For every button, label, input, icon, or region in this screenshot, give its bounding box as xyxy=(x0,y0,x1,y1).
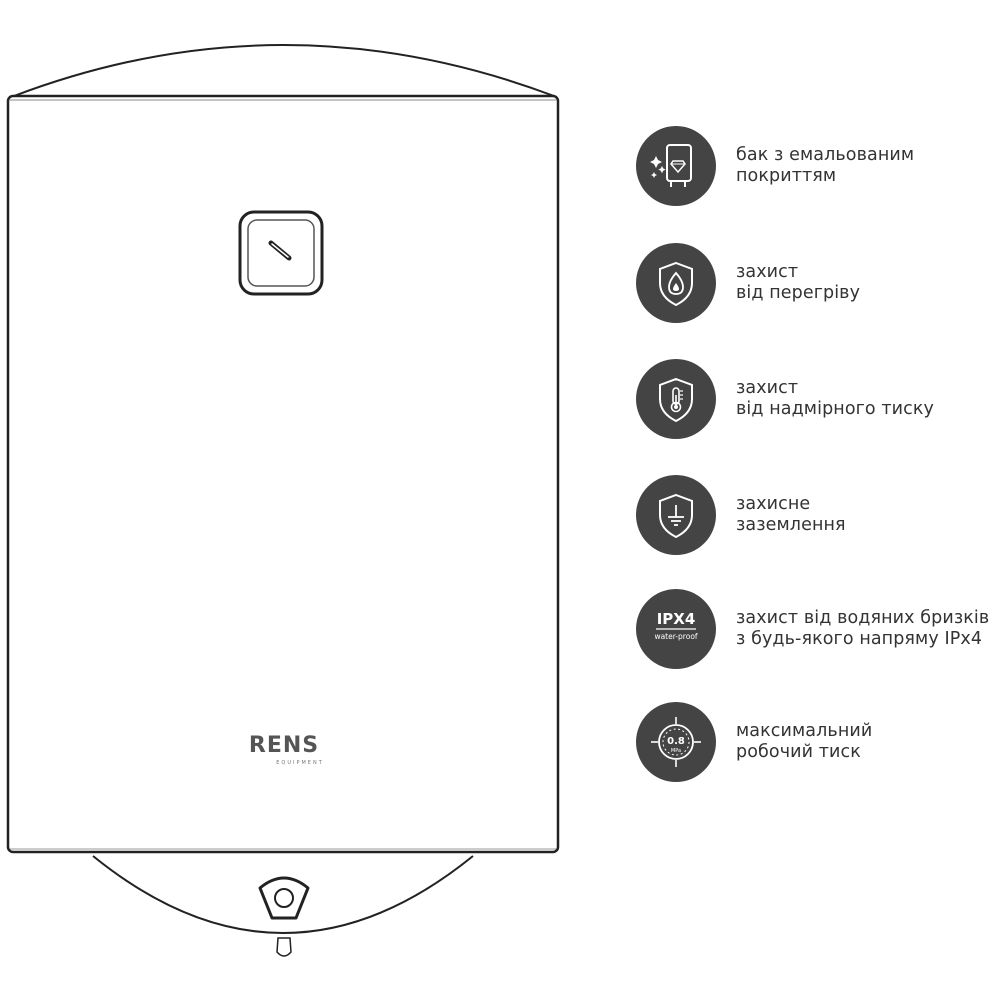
grounding-shield-icon xyxy=(636,475,716,555)
brand-subtitle: EQUIPMENT xyxy=(276,760,324,766)
feature-line: з будь-якого напряму IPx4 xyxy=(736,629,983,649)
feature-line: захист від водяних бризків xyxy=(736,608,990,628)
feature-max-pressure: 0.8 MPa максимальний робочий тиск xyxy=(636,702,1000,782)
water-heater-drawing: RENS EQUIPMENT xyxy=(6,44,560,957)
gauge-unit: MPa xyxy=(671,748,681,754)
ipx4-badge-icon: IPX4 water-proof xyxy=(636,589,716,669)
ipx4-badge-title: IPX4 xyxy=(657,610,696,628)
feature-line: заземлення xyxy=(736,515,846,535)
feature-grounding: захисне заземлення xyxy=(636,475,1000,555)
feature-overheat-protection: захист від перегріву xyxy=(636,243,1000,323)
feature-line: захист xyxy=(736,262,799,282)
heater-top-cap xyxy=(13,44,555,97)
feature-line: захист xyxy=(736,378,799,398)
enamel-tank-icon xyxy=(636,126,716,206)
feature-line: покриттям xyxy=(736,166,837,186)
ipx4-badge-subtitle: water-proof xyxy=(654,632,697,641)
heater-body xyxy=(6,94,560,854)
pressure-shield-icon xyxy=(636,359,716,439)
brand-logo: RENS xyxy=(249,733,319,758)
feature-pressure-protection: захист від надмірного тиску xyxy=(636,359,1000,439)
thermostat-indicator xyxy=(238,210,324,296)
feature-list: бак з емальованим покриттям захист від п… xyxy=(636,0,1000,1000)
feature-pressure-protection-text: захист від надмірного тиску xyxy=(736,359,1000,439)
feature-line: захисне xyxy=(736,494,811,514)
water-heater-illustration: RENS EQUIPMENT xyxy=(6,44,560,957)
gauge-value: 0.8 xyxy=(667,736,685,747)
feature-enamel-tank: бак з емальованим покриттям xyxy=(636,126,1000,206)
feature-enamel-tank-text: бак з емальованим покриттям xyxy=(736,126,1000,206)
feature-line: робочий тиск xyxy=(736,742,861,762)
feature-ipx4: IPX4 water-proof захист від водяних бриз… xyxy=(636,589,1000,669)
feature-ipx4-text: захист від водяних бризків з будь-якого … xyxy=(736,589,1000,669)
feature-overheat-protection-text: захист від перегріву xyxy=(736,243,1000,323)
feature-line: від перегріву xyxy=(736,283,861,303)
overheat-shield-icon xyxy=(636,243,716,323)
feature-line: бак з емальованим xyxy=(736,145,915,165)
feature-grounding-text: захисне заземлення xyxy=(736,475,1000,555)
feature-line: від надмірного тиску xyxy=(736,399,935,419)
pressure-gauge-icon: 0.8 MPa xyxy=(636,702,716,782)
water-connector xyxy=(258,876,310,957)
feature-line: максимальний xyxy=(736,721,873,741)
feature-max-pressure-text: максимальний робочий тиск xyxy=(736,702,1000,782)
